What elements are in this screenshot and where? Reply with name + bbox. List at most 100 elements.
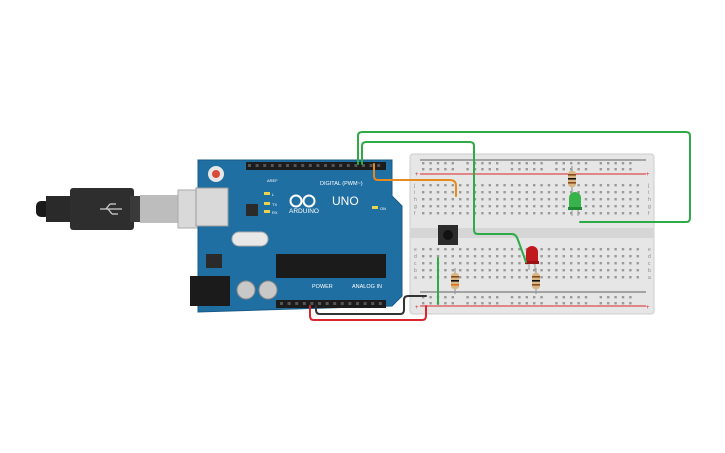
breadboard-hole[interactable] xyxy=(496,296,499,299)
breadboard-hole[interactable] xyxy=(562,248,565,251)
breadboard-hole[interactable] xyxy=(555,262,558,265)
breadboard-hole[interactable] xyxy=(518,198,521,201)
breadboard-hole[interactable] xyxy=(562,162,565,165)
header-pin-hole[interactable] xyxy=(301,164,305,167)
breadboard-hole[interactable] xyxy=(518,276,521,279)
breadboard-hole[interactable] xyxy=(629,255,632,258)
header-pin-hole[interactable] xyxy=(354,164,358,167)
arduino-uno-board[interactable]: ARDUINO UNO DIGITAL (PWM~) POWER ANALOG … xyxy=(190,159,403,313)
breadboard-hole[interactable] xyxy=(636,269,639,272)
breadboard-hole[interactable] xyxy=(496,302,499,305)
breadboard-hole[interactable] xyxy=(518,302,521,305)
breadboard-hole[interactable] xyxy=(547,248,551,251)
breadboard-hole[interactable] xyxy=(629,191,632,194)
breadboard-hole[interactable] xyxy=(540,276,543,279)
breadboard-hole[interactable] xyxy=(429,168,432,171)
breadboard-hole[interactable] xyxy=(488,205,491,208)
breadboard-hole[interactable] xyxy=(518,269,521,272)
breadboard-hole[interactable] xyxy=(429,276,432,279)
breadboard-hole[interactable] xyxy=(510,198,514,201)
breadboard-hole[interactable] xyxy=(547,262,551,265)
breadboard-hole[interactable] xyxy=(496,205,499,208)
breadboard-hole[interactable] xyxy=(473,262,477,265)
header-pin-hole[interactable] xyxy=(263,164,267,167)
breadboard-hole[interactable] xyxy=(496,269,499,272)
breadboard-hole[interactable] xyxy=(540,269,543,272)
breadboard-hole[interactable] xyxy=(555,198,558,201)
breadboard-hole[interactable] xyxy=(451,212,454,215)
breadboard-hole[interactable] xyxy=(533,168,536,171)
breadboard-hole[interactable] xyxy=(621,198,625,201)
breadboard-hole[interactable] xyxy=(592,212,595,215)
breadboard-hole[interactable] xyxy=(547,212,551,215)
breadboard-hole[interactable] xyxy=(481,262,484,265)
breadboard-hole[interactable] xyxy=(510,168,514,171)
breadboard-hole[interactable] xyxy=(562,191,565,194)
breadboard-hole[interactable] xyxy=(629,276,632,279)
power-analog-header[interactable] xyxy=(276,300,386,308)
breadboard-hole[interactable] xyxy=(570,276,573,279)
header-pin-hole[interactable] xyxy=(325,302,329,305)
breadboard-hole[interactable] xyxy=(481,276,484,279)
header-pin-hole[interactable] xyxy=(318,302,321,305)
breadboard-hole[interactable] xyxy=(451,191,454,194)
breadboard-hole[interactable] xyxy=(503,276,506,279)
breadboard-hole[interactable] xyxy=(533,296,536,299)
breadboard-hole[interactable] xyxy=(525,205,528,208)
breadboard-hole[interactable] xyxy=(459,212,462,215)
breadboard-hole[interactable] xyxy=(614,168,617,171)
header-pin-hole[interactable] xyxy=(278,164,282,167)
breadboard-hole[interactable] xyxy=(488,212,491,215)
header-pin-hole[interactable] xyxy=(348,302,352,305)
breadboard-hole[interactable] xyxy=(607,162,610,165)
breadboard-hole[interactable] xyxy=(555,248,558,251)
breadboard-hole[interactable] xyxy=(607,205,610,208)
breadboard-hole[interactable] xyxy=(533,162,536,165)
breadboard-hole[interactable] xyxy=(473,269,477,272)
breadboard-hole[interactable] xyxy=(488,168,491,171)
header-pin-hole[interactable] xyxy=(377,164,381,167)
breadboard-hole[interactable] xyxy=(577,212,580,215)
breadboard-hole[interactable] xyxy=(540,212,543,215)
breadboard-hole[interactable] xyxy=(629,198,632,201)
breadboard-hole[interactable] xyxy=(621,205,625,208)
breadboard-hole[interactable] xyxy=(547,198,551,201)
breadboard-hole[interactable] xyxy=(629,212,632,215)
breadboard-hole[interactable] xyxy=(429,248,432,251)
breadboard-hole[interactable] xyxy=(459,255,462,258)
breadboard-hole[interactable] xyxy=(510,255,514,258)
breadboard-hole[interactable] xyxy=(429,198,432,201)
breadboard-hole[interactable] xyxy=(621,248,625,251)
resistor-red-led[interactable] xyxy=(532,268,540,294)
breadboard-hole[interactable] xyxy=(518,212,521,215)
breadboard-hole[interactable] xyxy=(525,162,528,165)
breadboard-hole[interactable] xyxy=(555,296,558,299)
breadboard-hole[interactable] xyxy=(614,248,617,251)
breadboard-hole[interactable] xyxy=(547,269,551,272)
breadboard-hole[interactable] xyxy=(599,248,602,251)
breadboard-hole[interactable] xyxy=(503,205,506,208)
breadboard-hole[interactable] xyxy=(547,184,551,187)
breadboard-hole[interactable] xyxy=(510,162,514,165)
breadboard-hole[interactable] xyxy=(488,198,491,201)
breadboard-hole[interactable] xyxy=(599,198,602,201)
breadboard-hole[interactable] xyxy=(525,296,528,299)
breadboard-hole[interactable] xyxy=(429,269,432,272)
header-pin-hole[interactable] xyxy=(280,302,283,305)
breadboard-hole[interactable] xyxy=(488,302,491,305)
breadboard-hole[interactable] xyxy=(584,198,588,201)
breadboard-hole[interactable] xyxy=(496,198,499,201)
breadboard-hole[interactable] xyxy=(481,255,484,258)
breadboard-hole[interactable] xyxy=(459,198,462,201)
breadboard-hole[interactable] xyxy=(533,198,536,201)
breadboard-hole[interactable] xyxy=(607,212,610,215)
breadboard-hole[interactable] xyxy=(422,269,425,272)
breadboard-hole[interactable] xyxy=(614,205,617,208)
breadboard-hole[interactable] xyxy=(555,191,558,194)
breadboard-hole[interactable] xyxy=(621,276,625,279)
breadboard-hole[interactable] xyxy=(466,276,469,279)
header-pin-hole[interactable] xyxy=(371,302,375,305)
breadboard-hole[interactable] xyxy=(466,212,469,215)
breadboard-hole[interactable] xyxy=(636,212,639,215)
